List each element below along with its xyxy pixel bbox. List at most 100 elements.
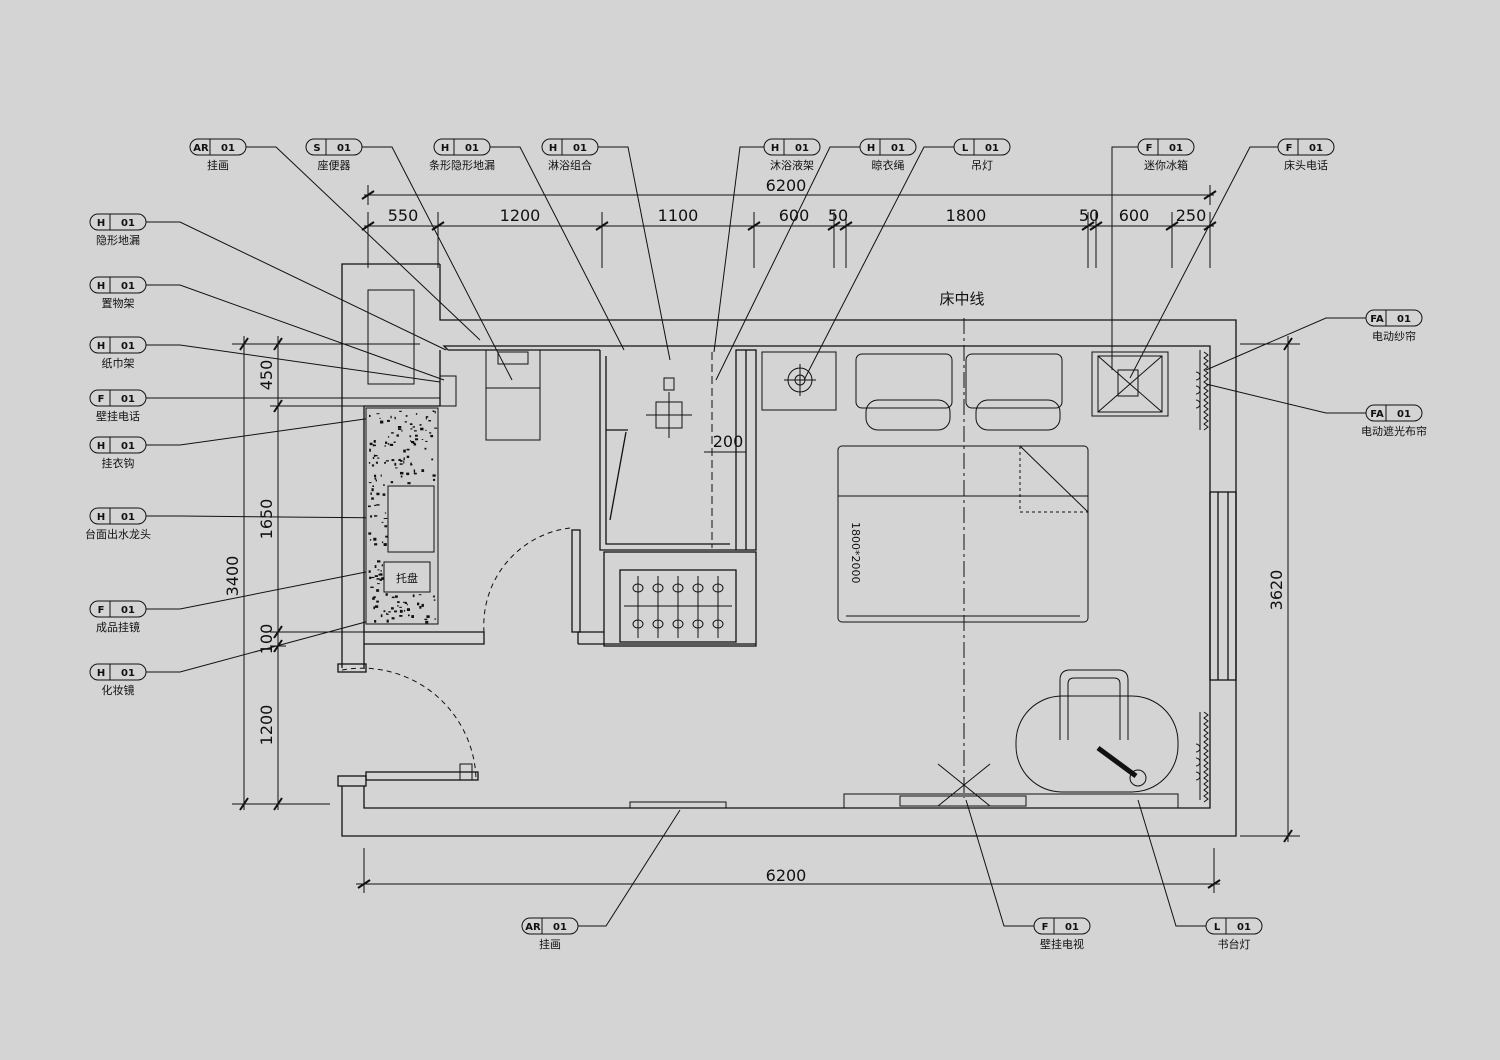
top-dim-segment: 50 (1079, 206, 1099, 225)
tag-number: 01 (121, 668, 135, 679)
bottom-total-dim: 6200 (766, 866, 807, 885)
top-dim-segment: 250 (1176, 206, 1207, 225)
tag-code: H (97, 668, 105, 679)
tag-bottom-1: F 01 壁挂电视 (1033, 917, 1091, 951)
tag-number: 01 (1237, 922, 1251, 933)
tag-code: F (1146, 143, 1153, 154)
tag-name: 挂画 (207, 158, 229, 172)
tag-number: 01 (1065, 922, 1079, 933)
basin-label: 托盘 (396, 571, 418, 585)
top-dim-segment: 1200 (500, 206, 541, 225)
tag-number: 01 (121, 218, 135, 229)
tag-code: F (1042, 922, 1049, 933)
tag-number: 01 (573, 143, 587, 154)
tag-name: 书台灯 (1218, 937, 1251, 951)
top-dim-segment: 50 (828, 206, 848, 225)
tag-code: H (441, 143, 449, 154)
tag-name: 化妆镜 (102, 683, 135, 697)
left-dim-segment: 100 (257, 624, 276, 655)
tag-code: FA (1370, 314, 1384, 325)
tag-top-5: H 01 晾衣绳 (859, 138, 917, 172)
tag-code: H (97, 441, 105, 452)
tag-name: 成品挂镜 (96, 620, 140, 634)
bed-size-label: 1800*2000 (849, 522, 862, 584)
tag-left-6: F 01 成品挂镜 (89, 600, 147, 634)
tag-code: H (97, 218, 105, 229)
tag-code: F (98, 394, 105, 405)
leader-lines (146, 146, 1366, 927)
tag-number: 01 (1397, 409, 1411, 420)
tag-number: 01 (121, 394, 135, 405)
tag-name: 纸巾架 (102, 356, 135, 370)
tag-name: 挂画 (539, 937, 561, 951)
fixtures (341, 289, 1209, 809)
top-dim-segment: 600 (1119, 206, 1150, 225)
tag-code: F (1286, 143, 1293, 154)
left-total-dim: 3400 (223, 556, 242, 597)
tag-code: F (98, 605, 105, 616)
tag-top-0: AR 01 挂画 (189, 138, 247, 172)
tag-code: H (97, 281, 105, 292)
tag-name: 壁挂电话 (96, 409, 140, 423)
tag-code: AR (193, 143, 209, 154)
tag-name: 壁挂电视 (1040, 937, 1084, 951)
left-dim-segment: 450 (257, 360, 276, 391)
tag-code: AR (525, 922, 541, 933)
tag-name: 条形隐形地漏 (429, 158, 495, 172)
tag-left-1: H 01 置物架 (89, 276, 147, 310)
tag-name: 座便器 (318, 158, 351, 172)
tag-bottom-2: L 01 书台灯 (1205, 917, 1263, 951)
tag-right-0: FA 01 电动纱帘 (1365, 309, 1423, 343)
tag-name: 置物架 (102, 296, 135, 310)
tag-name: 电动纱帘 (1372, 329, 1416, 343)
tag-name: 晾衣绳 (872, 158, 905, 172)
tag-left-0: H 01 隐形地漏 (89, 213, 147, 247)
tag-code: L (1214, 922, 1221, 933)
tag-code: H (549, 143, 557, 154)
tag-number: 01 (121, 281, 135, 292)
tag-left-3: F 01 壁挂电话 (89, 389, 147, 423)
tag-number: 01 (1169, 143, 1183, 154)
bed-centerline-label: 床中线 (939, 290, 984, 308)
tag-number: 01 (121, 441, 135, 452)
tag-code: S (313, 143, 320, 154)
tag-code: H (867, 143, 875, 154)
tag-left-4: H 01 挂衣钩 (89, 436, 147, 470)
tag-name: 沐浴液架 (770, 158, 814, 172)
tag-number: 01 (465, 143, 479, 154)
tag-name: 吊灯 (971, 159, 993, 172)
tag-number: 01 (121, 605, 135, 616)
tag-number: 01 (221, 143, 235, 154)
tag-name: 电动遮光布帘 (1361, 424, 1427, 438)
tag-name: 挂衣钩 (102, 456, 135, 470)
tag-top-6: L 01 吊灯 (953, 138, 1011, 172)
top-dim-segment: 550 (388, 206, 419, 225)
tag-code: H (97, 512, 105, 523)
top-dim-segment: 1800 (946, 206, 987, 225)
top-dim-segment: 1100 (658, 206, 699, 225)
tag-top-2: H 01 条形隐形地漏 (429, 138, 495, 172)
tag-code: FA (1370, 409, 1384, 420)
tag-code: H (771, 143, 779, 154)
tag-number: 01 (985, 143, 999, 154)
top-total-dim: 6200 (766, 176, 807, 195)
left-dim-segment: 1650 (257, 499, 276, 540)
tag-code: L (962, 143, 969, 154)
tag-number: 01 (795, 143, 809, 154)
tag-number: 01 (1397, 314, 1411, 325)
tag-number: 01 (891, 143, 905, 154)
tag-name: 隐形地漏 (96, 234, 140, 247)
shower-dim-label: 200 (713, 432, 744, 451)
tag-top-4: H 01 沐浴液架 (763, 138, 821, 172)
tag-left-7: H 01 化妆镜 (89, 663, 147, 697)
tag-top-3: H 01 淋浴组合 (541, 138, 599, 172)
tag-name: 床头电话 (1284, 158, 1328, 172)
tag-name: 淋浴组合 (548, 158, 592, 172)
